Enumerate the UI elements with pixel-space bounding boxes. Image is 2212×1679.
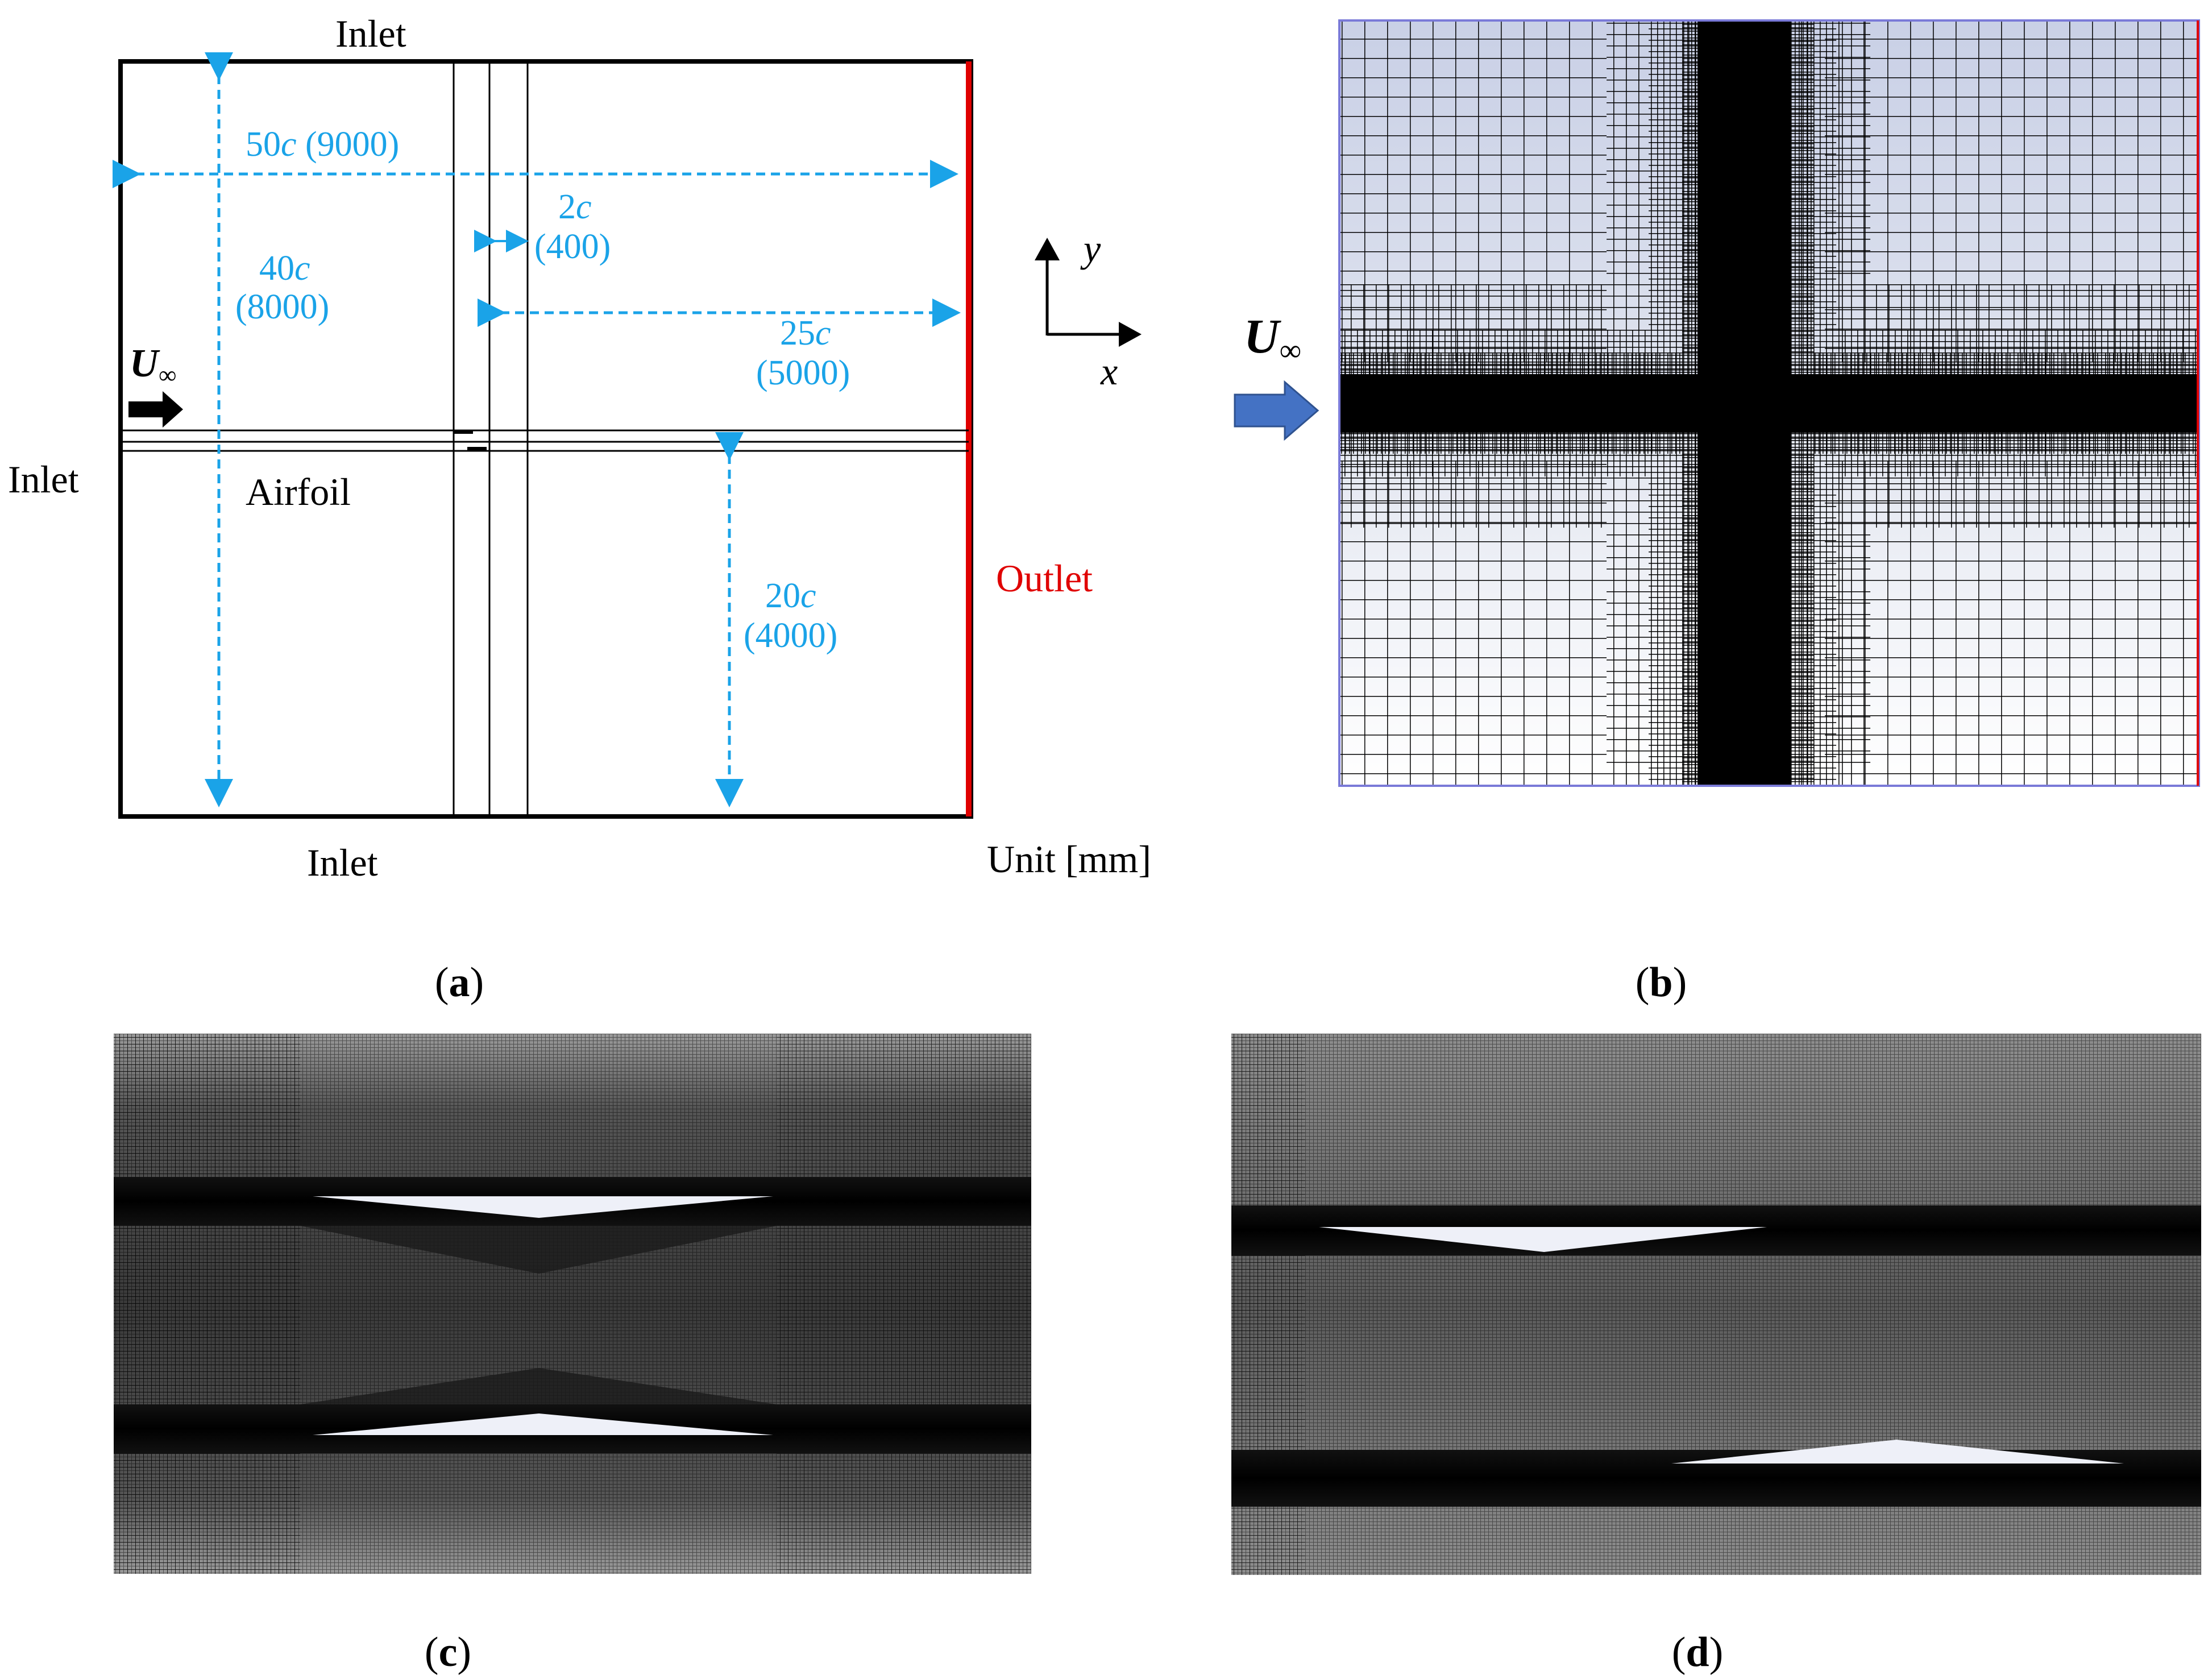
caption-d: (d) bbox=[1672, 1629, 1723, 1676]
mesh-horizontal-band bbox=[1339, 374, 2199, 432]
freestream-arrow bbox=[128, 391, 183, 428]
freestream-label-b: U∞ bbox=[1244, 309, 1301, 367]
dim-gap-mm: (400) bbox=[534, 227, 611, 266]
dim-height-label: 40c bbox=[259, 249, 310, 288]
airfoil-upper-d bbox=[1319, 1227, 1767, 1252]
dim-below-mm: (4000) bbox=[744, 616, 837, 655]
airfoil-upper-c bbox=[313, 1196, 773, 1218]
dim-below-label: 20c bbox=[765, 577, 816, 615]
x-axis-label: x bbox=[1100, 350, 1118, 393]
inlet-left-label: Inlet bbox=[8, 458, 79, 501]
panel-c bbox=[114, 1034, 1031, 1574]
domain-boundary bbox=[118, 59, 973, 819]
panel-b: U∞ bbox=[1234, 19, 2200, 787]
panel-a: Inlet Inlet Inlet Outlet Airfoil Unit [m… bbox=[8, 12, 1151, 884]
dim-downstream-label: 25c bbox=[780, 314, 831, 353]
dim-downstream-mm: (5000) bbox=[756, 354, 850, 392]
freestream-arrow-b bbox=[1234, 380, 1319, 441]
inlet-top-label: Inlet bbox=[335, 12, 406, 55]
dim-width-label: 50c (9000) bbox=[246, 125, 399, 164]
airfoil-lower-c bbox=[313, 1413, 773, 1435]
caption-a: (a) bbox=[435, 959, 484, 1006]
dim-gap-label: 2c bbox=[558, 188, 592, 226]
coordinate-axes: y x bbox=[1035, 227, 1142, 393]
outlet-label: Outlet bbox=[996, 557, 1093, 600]
airfoil-lower bbox=[467, 447, 487, 451]
inlet-bottom-label: Inlet bbox=[307, 841, 378, 884]
airfoil-upper bbox=[454, 430, 473, 434]
caption-c: (c) bbox=[425, 1629, 471, 1676]
y-axis-label: y bbox=[1080, 227, 1101, 270]
airfoil-lower-d bbox=[1671, 1440, 2124, 1464]
unit-label: Unit [mm] bbox=[987, 838, 1151, 881]
freestream-label: U∞ bbox=[130, 342, 176, 389]
dim-height-mm: (8000) bbox=[235, 288, 329, 326]
panel-d bbox=[1231, 1034, 2201, 1575]
caption-b: (b) bbox=[1636, 959, 1687, 1006]
airfoil-label: Airfoil bbox=[246, 470, 351, 513]
